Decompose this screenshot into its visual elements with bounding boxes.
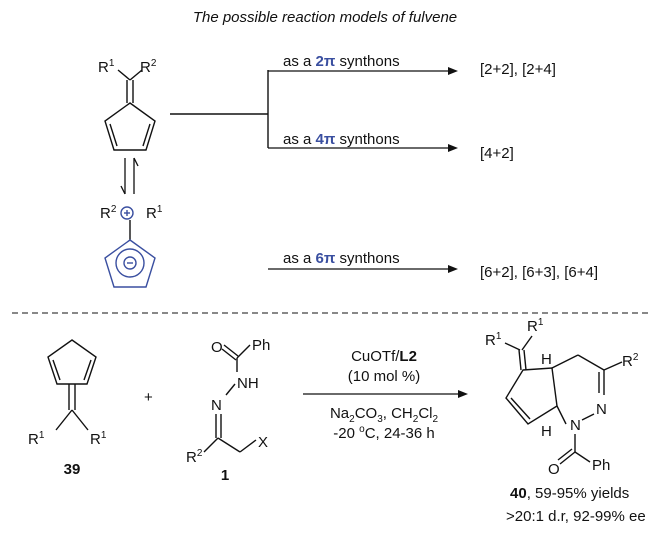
r1-label-39a: R1 (28, 430, 45, 448)
equilibrium-arrows (120, 157, 139, 195)
r1-label-39b: R1 (90, 430, 107, 448)
base-solvent-label: Na2CO3, CH2Cl2 (330, 405, 439, 425)
nh-label: NH (237, 375, 259, 392)
catalyst-label: CuOTf/L2 (351, 348, 417, 365)
phenyl-label-40: Ph (592, 457, 610, 474)
path-6pi: as a 6π synthons [6+2], [6+3], [6+4] (268, 250, 598, 281)
product-40-structure: R1 R1 R2 N N H H O Ph (485, 317, 639, 478)
path-4pi-label: as a 4π synthons (283, 131, 400, 148)
path-4pi: as a 4π synthons [4+2] (268, 131, 514, 162)
h-label-a: H (541, 351, 552, 368)
path-6pi-result: [6+2], [6+3], [6+4] (480, 264, 598, 281)
oxygen-label: O (211, 339, 223, 356)
temperature-time-label: -20 oC, 24-36 h (333, 424, 434, 442)
r1-label-40b: R1 (527, 317, 544, 335)
oxygen-label-40: O (548, 461, 560, 478)
r2-label-1: R2 (186, 448, 203, 466)
scheme-title: The possible reaction models of fulvene (193, 9, 457, 26)
phenyl-label: Ph (252, 337, 270, 354)
x-label: X (258, 434, 268, 451)
branch-lines (170, 70, 269, 148)
n-label-40b: N (570, 417, 581, 434)
h-label-b: H (541, 423, 552, 440)
cation-charge-icon (120, 206, 134, 220)
compound-1-label: 1 (221, 467, 229, 484)
plus-sign: + (144, 389, 153, 406)
path-2pi-label: as a 2π synthons (283, 53, 400, 70)
product-yield-text: 40, 59-95% yields (510, 485, 629, 502)
r1-label-b: R1 (146, 204, 163, 222)
reagent-1-structure: O Ph NH N R2 X 1 (186, 337, 270, 484)
reaction-conditions: CuOTf/L2 (10 mol %) Na2CO3, CH2Cl2 -20 o… (303, 348, 468, 442)
n-label-40a: N (596, 401, 607, 418)
r1-label: R1 (98, 58, 115, 76)
path-2pi: as a 2π synthons [2+2], [2+4] (268, 53, 556, 78)
r2-label-40: R2 (622, 352, 639, 370)
path-2pi-result: [2+2], [2+4] (480, 61, 556, 78)
path-4pi-result: [4+2] (480, 145, 514, 162)
compound-39-label: 39 (64, 461, 81, 478)
r2-label-b: R2 (100, 204, 117, 222)
fulvene-structure: R1 R2 (98, 58, 157, 151)
loading-label: (10 mol %) (348, 368, 421, 385)
fulvene-dipolar-form: R2 R1 (100, 204, 163, 288)
nitrogen-label: N (211, 397, 222, 414)
r1-label-40a: R1 (485, 331, 502, 349)
product-selectivity-text: >20:1 d.r, 92-99% ee (506, 508, 646, 525)
path-6pi-label: as a 6π synthons (283, 250, 400, 267)
anion-charge-icon (123, 256, 137, 270)
r2-label: R2 (140, 58, 157, 76)
reagent-39-structure: R1 R1 39 (28, 339, 107, 478)
